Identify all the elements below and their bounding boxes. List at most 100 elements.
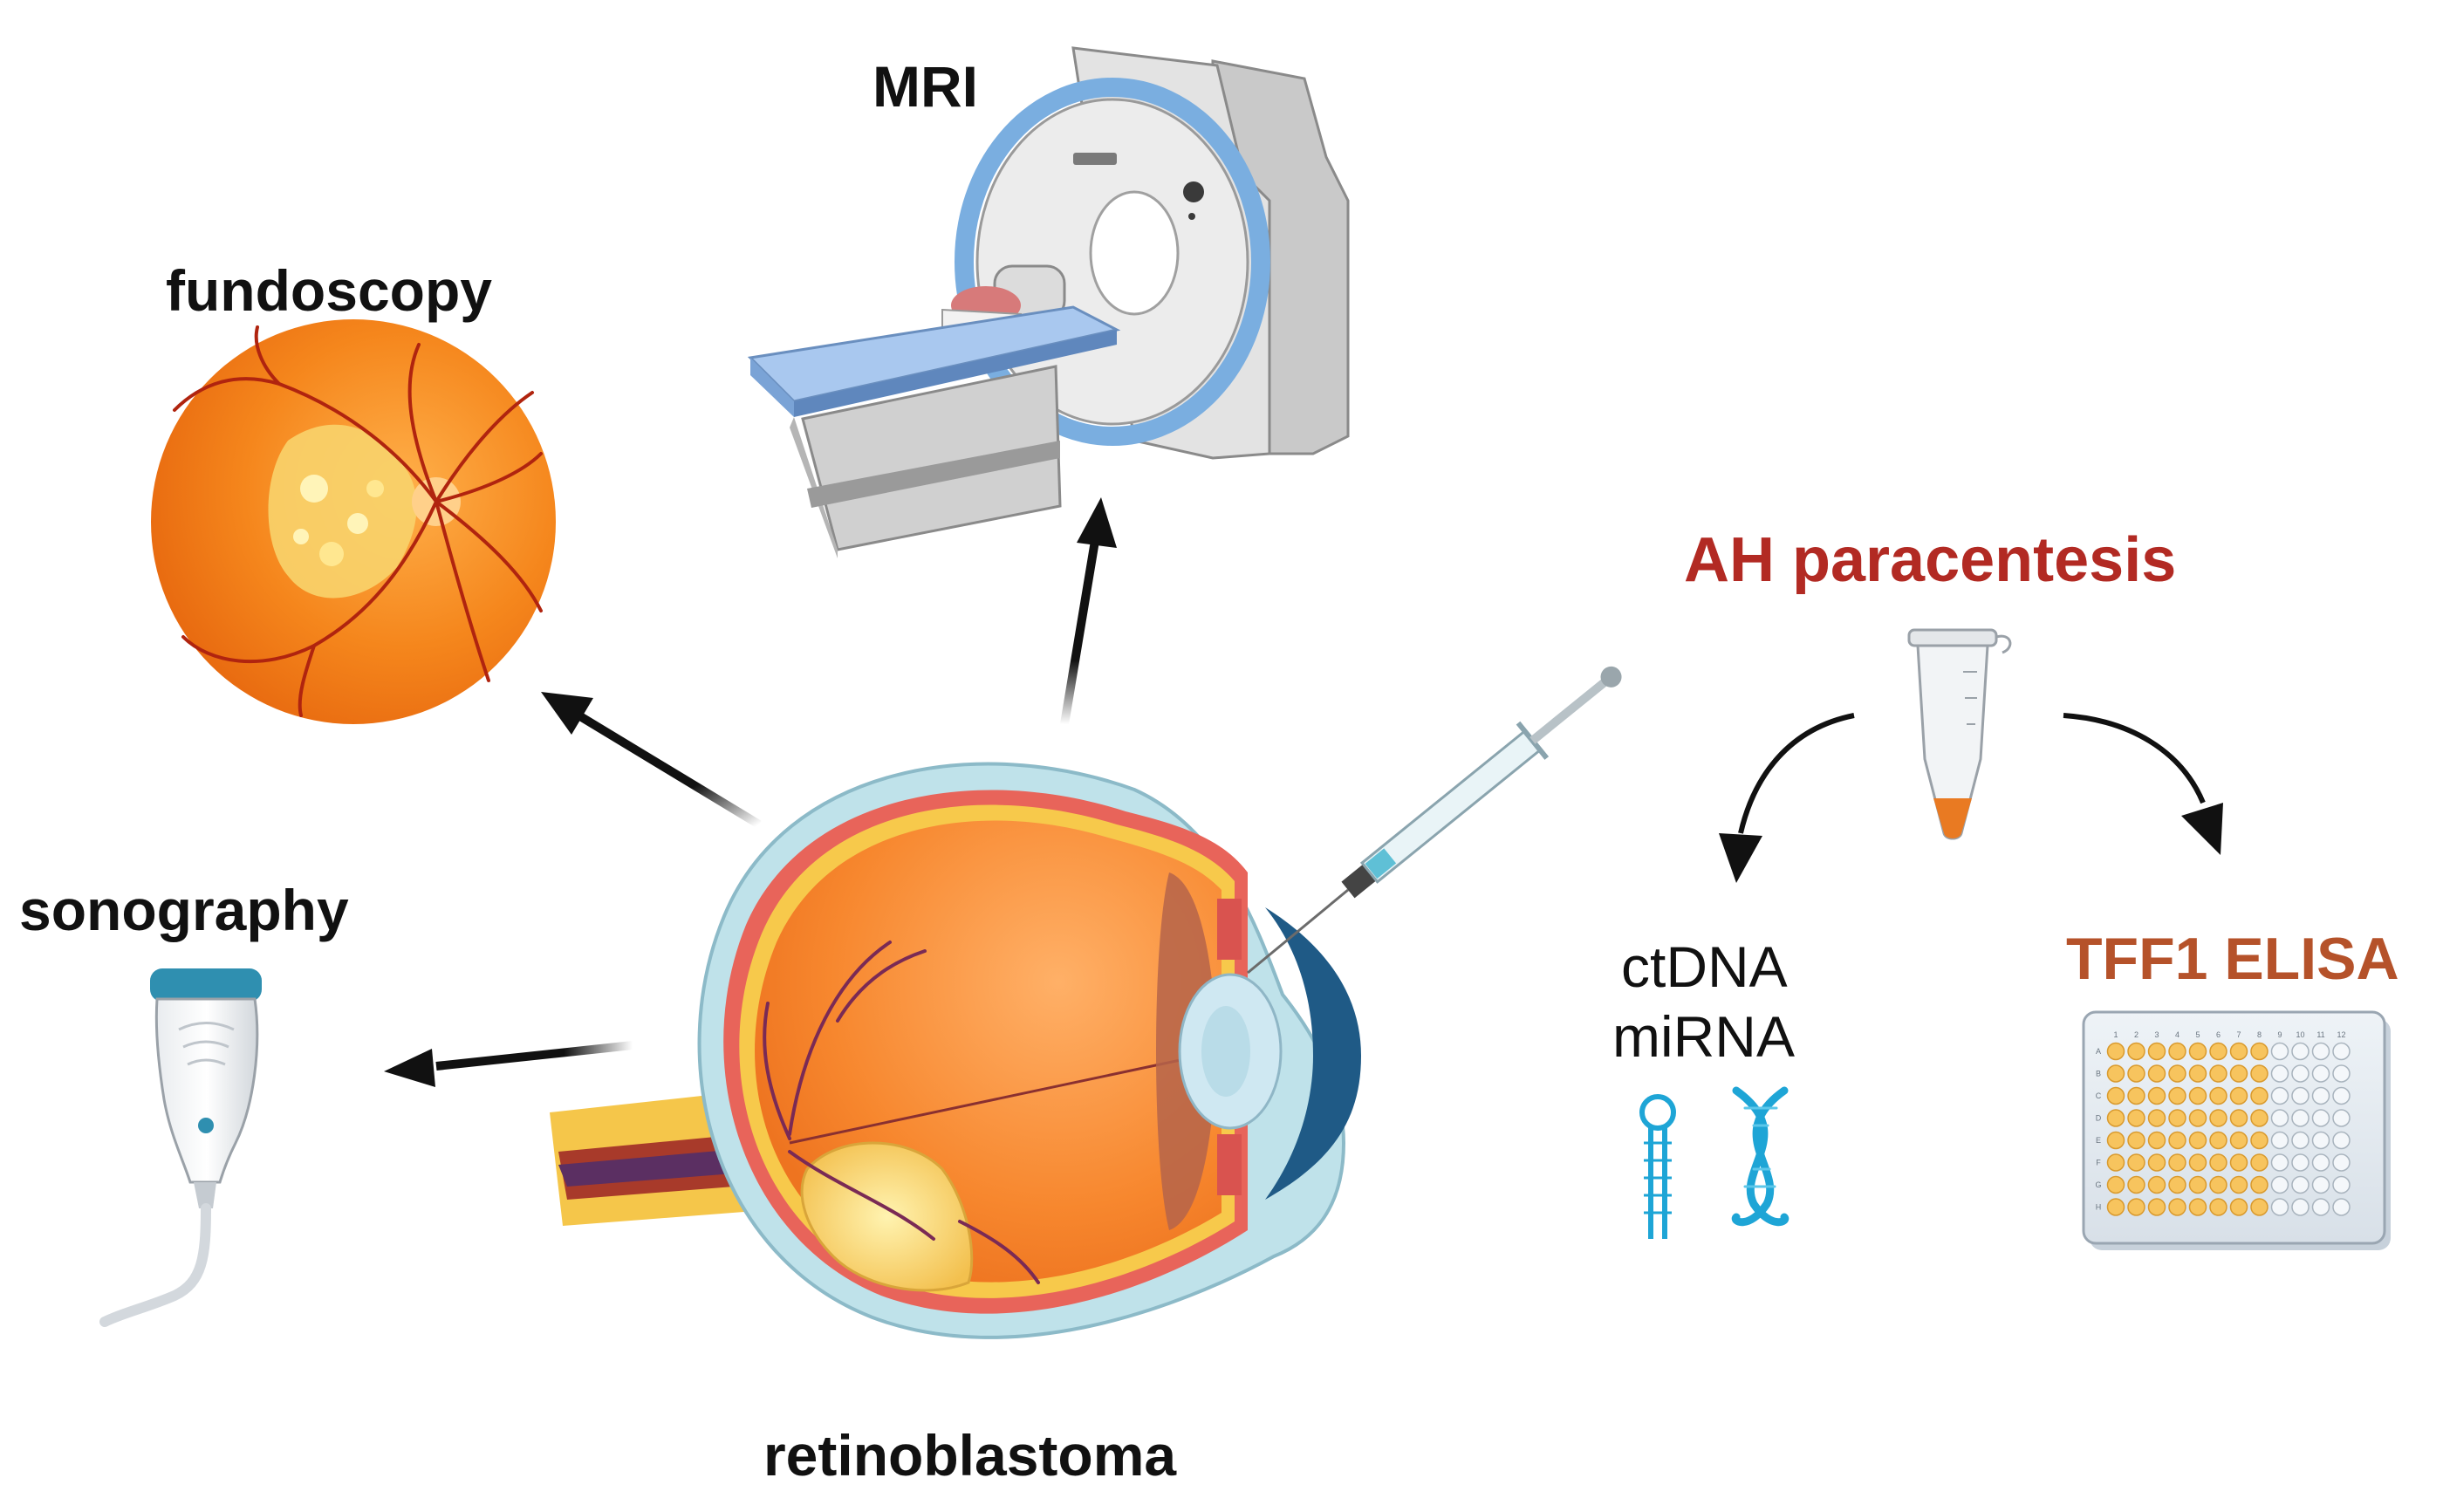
plate-column-label: 9	[2277, 1030, 2282, 1039]
plate-well	[2250, 1175, 2268, 1194]
plate-well	[2209, 1198, 2227, 1216]
label-ctdna: ctDNA	[1621, 934, 1788, 999]
plate-well	[2332, 1153, 2351, 1172]
plate-well	[2311, 1086, 2330, 1105]
plate-well	[2250, 1086, 2268, 1105]
plate-well	[2229, 1175, 2248, 1194]
plate-well	[2127, 1153, 2145, 1172]
label-ah-paracentesis: AH paracentesis	[1684, 525, 2177, 595]
plate-well	[2332, 1064, 2351, 1083]
plate-column-label: 12	[2337, 1030, 2345, 1039]
plate-well	[2147, 1042, 2166, 1061]
plate-well	[2209, 1109, 2227, 1127]
plate-well	[2168, 1086, 2186, 1105]
plate-row-label: G	[2095, 1180, 2101, 1189]
plate-well	[2270, 1086, 2289, 1105]
plate-row-label: D	[2096, 1114, 2102, 1123]
plate-well	[2332, 1198, 2351, 1216]
plate-well	[2168, 1198, 2186, 1216]
plate-well	[2291, 1086, 2310, 1105]
plate-well	[2106, 1109, 2125, 1127]
plate-well	[2250, 1198, 2268, 1216]
plate-well	[2291, 1109, 2310, 1127]
arrows	[384, 497, 2223, 1087]
plate-well	[2229, 1109, 2248, 1127]
plate-well	[2168, 1109, 2186, 1127]
plate-well	[2106, 1198, 2125, 1216]
plate-well	[2188, 1153, 2207, 1172]
plate-well	[2106, 1175, 2125, 1194]
plate-well	[2311, 1064, 2330, 1083]
plate-well	[2168, 1175, 2186, 1194]
syringe	[1247, 666, 1622, 975]
plate-well	[2270, 1109, 2289, 1127]
plate-well	[2127, 1175, 2145, 1194]
plate-well	[2188, 1042, 2207, 1061]
label-mirna: miRNA	[1612, 1004, 1795, 1069]
plate-column-label: 4	[2175, 1030, 2180, 1039]
plate-well	[2229, 1064, 2248, 1083]
plate-well	[2291, 1175, 2310, 1194]
plate-row-label: B	[2096, 1070, 2101, 1078]
label-retinoblastoma: retinoblastoma	[763, 1423, 1177, 1488]
plate-well	[2229, 1086, 2248, 1105]
plate-well	[2291, 1198, 2310, 1216]
plate-well	[2168, 1042, 2186, 1061]
plate-well	[2311, 1198, 2330, 1216]
plate-well	[2250, 1064, 2268, 1083]
plate-well	[2209, 1086, 2227, 1105]
microtube	[1907, 628, 2012, 840]
plate-row-label: H	[2096, 1203, 2102, 1212]
label-fundoscopy: fundoscopy	[166, 258, 492, 323]
plate-well	[2311, 1042, 2330, 1061]
plate-wells	[2106, 1042, 2351, 1216]
plate-well	[2311, 1109, 2330, 1127]
plate-well	[2250, 1153, 2268, 1172]
plate-column-label: 11	[2316, 1030, 2324, 1039]
fundus-image	[151, 319, 556, 724]
plate-well	[2147, 1131, 2166, 1150]
plate-well	[2209, 1131, 2227, 1150]
plate-well	[2311, 1175, 2330, 1194]
label-mri: MRI	[872, 54, 978, 119]
plate-well	[2188, 1198, 2207, 1216]
plate-well	[2209, 1064, 2227, 1083]
plate-well	[2250, 1042, 2268, 1061]
plate-well	[2229, 1198, 2248, 1216]
plate-well	[2127, 1086, 2145, 1105]
plate-well	[2188, 1131, 2207, 1150]
plate-well	[2127, 1131, 2145, 1150]
plate-well	[2168, 1153, 2186, 1172]
plate-well	[2188, 1175, 2207, 1194]
dna-helix-icon	[1731, 1086, 1789, 1227]
plate-well	[2188, 1064, 2207, 1083]
plate-well	[2291, 1131, 2310, 1150]
plate-well	[2250, 1131, 2268, 1150]
label-sonography: sonography	[19, 878, 349, 942]
plate-well	[2270, 1175, 2289, 1194]
plate-well	[2127, 1042, 2145, 1061]
plate-well	[2106, 1042, 2125, 1061]
plate-well	[2188, 1109, 2207, 1127]
plate-well	[2106, 1153, 2125, 1172]
plate-column-label: 2	[2134, 1030, 2138, 1039]
plate-well	[2332, 1086, 2351, 1105]
plate-well	[2168, 1131, 2186, 1150]
mirna-hairpin-icon	[1639, 1094, 1676, 1239]
plate-well	[2270, 1042, 2289, 1061]
plate-column-label: 10	[2296, 1030, 2304, 1039]
plate-well	[2168, 1064, 2186, 1083]
plate-well	[2291, 1153, 2310, 1172]
plate-well	[2291, 1064, 2310, 1083]
plate-well	[2311, 1153, 2330, 1172]
plate-row-label: E	[2096, 1136, 2101, 1145]
plate-column-label: 6	[2216, 1030, 2221, 1039]
plate-well	[2270, 1131, 2289, 1150]
plate-well	[2270, 1064, 2289, 1083]
plate-well	[2291, 1042, 2310, 1061]
plate-well	[2147, 1198, 2166, 1216]
